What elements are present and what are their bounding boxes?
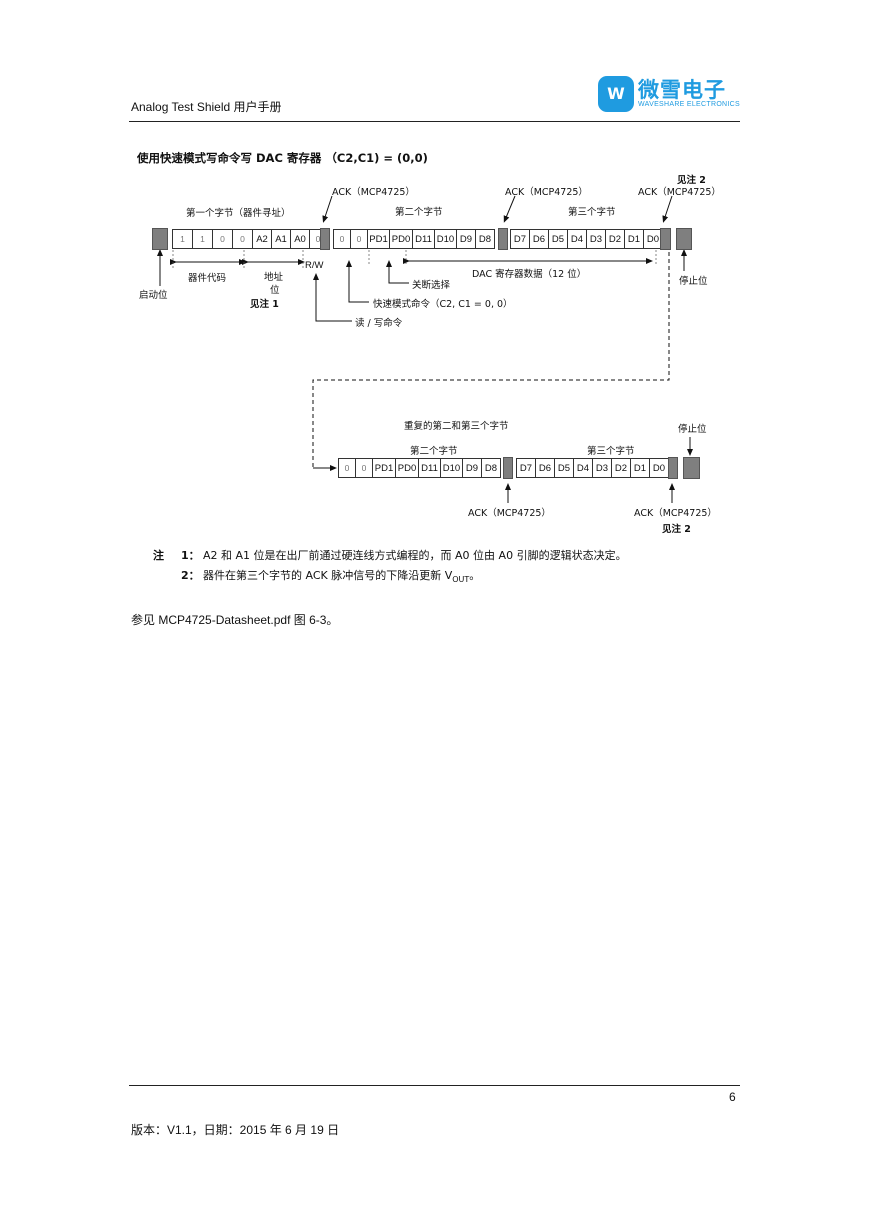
header-divider bbox=[129, 121, 740, 122]
bit-cell: D8 bbox=[475, 229, 495, 249]
bit-cell: D4 bbox=[567, 229, 587, 249]
bit-cell: D6 bbox=[535, 458, 555, 478]
bottom-ack-block-2 bbox=[668, 457, 678, 479]
bottom-ack-label-2: ACK（MCP4725） bbox=[634, 508, 717, 519]
bit-cell: D10 bbox=[434, 229, 457, 249]
bit-cell: D1 bbox=[624, 229, 644, 249]
start-bit-block bbox=[152, 228, 168, 250]
logo-english-text: WAVESHARE ELECTRONICS bbox=[638, 101, 740, 108]
bit-cell: PD1 bbox=[372, 458, 396, 478]
note2-text-main: 器件在第三个字节的 ACK 脉冲信号的下降沿更新 V bbox=[203, 569, 453, 582]
logo-chinese-text: 微雪电子 bbox=[638, 78, 726, 102]
fast-mode-label: 快速模式命令（C2, C1 = 0, 0） bbox=[373, 299, 513, 310]
datasheet-reference: 参见 MCP4725-Datasheet.pdf 图 6-3。 bbox=[131, 613, 339, 627]
bit-cell: A2 bbox=[252, 229, 272, 249]
bottom-byte3-row: D7 D6 D5 D4 D3 D2 D1 D0 bbox=[516, 458, 669, 478]
bit-cell: D9 bbox=[456, 229, 476, 249]
byte2-row: 0 0 PD1 PD0 D11 D10 D9 D8 bbox=[333, 229, 495, 249]
bottom-byte2-label: 第二个字节 bbox=[410, 446, 458, 457]
bit-cell: 1 bbox=[172, 229, 193, 249]
byte2-label: 第二个字节 bbox=[395, 207, 443, 218]
note1-ref: 见注 1 bbox=[250, 299, 279, 310]
version-info: 版本：V1.1，日期：2015 年 6 月 19 日 bbox=[131, 1123, 340, 1137]
note2-subscript: OUT bbox=[452, 575, 470, 585]
address-bit-label-2: 位 bbox=[270, 285, 280, 296]
bit-cell: D11 bbox=[412, 229, 435, 249]
bit-cell: 0 bbox=[355, 458, 373, 478]
bit-cell: 0 bbox=[333, 229, 351, 249]
bit-cell: D2 bbox=[611, 458, 631, 478]
bit-cell: D8 bbox=[481, 458, 501, 478]
bottom-stop-block bbox=[683, 457, 700, 479]
ack-label-2: ACK（MCP4725） bbox=[505, 187, 588, 198]
bit-cell: D2 bbox=[605, 229, 625, 249]
note2-number: 2： bbox=[181, 569, 200, 582]
ack-block-3 bbox=[660, 228, 671, 250]
waveshare-logo: W 微雪电子 WAVESHARE ELECTRONICS bbox=[598, 74, 740, 114]
bit-cell: D5 bbox=[548, 229, 568, 249]
bit-cell: D9 bbox=[462, 458, 482, 478]
bit-cell: PD0 bbox=[389, 229, 413, 249]
bit-cell: D11 bbox=[418, 458, 441, 478]
bit-cell: D3 bbox=[586, 229, 606, 249]
byte3-label: 第三个字节 bbox=[568, 207, 616, 218]
byte1-label: 第一个字节（器件寻址） bbox=[186, 208, 291, 219]
note1-number: 1： bbox=[181, 549, 200, 562]
bit-cell: A1 bbox=[271, 229, 291, 249]
figure-title: 使用快速模式写命令写 DAC 寄存器 （C2,C1) = (0,0) bbox=[137, 151, 428, 165]
bottom-byte3-label: 第三个字节 bbox=[587, 446, 635, 457]
byte3-row: D7 D6 D5 D4 D3 D2 D1 D0 bbox=[510, 229, 663, 249]
bit-cell: 0 bbox=[338, 458, 356, 478]
bit-cell: D1 bbox=[630, 458, 650, 478]
bit-cell: D3 bbox=[592, 458, 612, 478]
ack-block-2 bbox=[498, 228, 508, 250]
bottom-note2-ref: 见注 2 bbox=[662, 524, 691, 535]
bit-cell: 1 bbox=[192, 229, 213, 249]
bit-cell: D7 bbox=[516, 458, 536, 478]
bit-cell: 0 bbox=[232, 229, 253, 249]
note2-ref-top: 见注 2 bbox=[677, 175, 706, 186]
bit-cell: PD0 bbox=[395, 458, 419, 478]
note2-text: 器件在第三个字节的 ACK 脉冲信号的下降沿更新 VOUT。 bbox=[203, 567, 480, 584]
note2-text-end: 。 bbox=[469, 569, 481, 582]
bottom-ack-label-1: ACK（MCP4725） bbox=[468, 508, 551, 519]
logo-mark-icon: W bbox=[598, 76, 634, 112]
bit-cell: D6 bbox=[529, 229, 549, 249]
page-number: 6 bbox=[729, 1090, 736, 1104]
stop-bit-block bbox=[676, 228, 692, 250]
bottom-stop-label: 停止位 bbox=[678, 424, 707, 435]
document-title: Analog Test Shield 用户手册 bbox=[131, 100, 282, 114]
rw-label: R/W bbox=[305, 260, 324, 271]
bit-cell: D10 bbox=[440, 458, 463, 478]
ack-label-1: ACK（MCP4725） bbox=[332, 187, 415, 198]
bottom-byte2-row: 0 0 PD1 PD0 D11 D10 D9 D8 bbox=[338, 458, 501, 478]
notes-label: 注 bbox=[153, 549, 164, 562]
device-code-label: 器件代码 bbox=[188, 273, 227, 284]
bit-cell: A0 bbox=[290, 229, 310, 249]
ack-label-3: ACK（MCP4725） bbox=[638, 187, 721, 198]
stop-bit-label: 停止位 bbox=[679, 276, 708, 287]
bit-cell: 0 bbox=[350, 229, 368, 249]
bit-cell: PD1 bbox=[367, 229, 390, 249]
footer-divider bbox=[129, 1085, 740, 1086]
bit-cell: D4 bbox=[573, 458, 593, 478]
bottom-ack-block-1 bbox=[503, 457, 513, 479]
ack-block-1 bbox=[320, 228, 330, 250]
dac-data-label: DAC 寄存器数据（12 位） bbox=[472, 269, 587, 280]
note1-text: A2 和 A1 位是在出厂前通过硬连线方式编程的，而 A0 位由 A0 引脚的逻… bbox=[203, 549, 627, 562]
bit-cell: D0 bbox=[649, 458, 669, 478]
power-down-label: 关断选择 bbox=[412, 280, 451, 291]
start-bit-label: 启动位 bbox=[139, 290, 168, 301]
read-write-label: 读 / 写命令 bbox=[355, 318, 403, 329]
repeat-label: 重复的第二和第三个字节 bbox=[404, 421, 509, 432]
address-bit-label-1: 地址 bbox=[264, 272, 284, 283]
bit-cell: 0 bbox=[212, 229, 233, 249]
byte1-row: 1 1 0 0 A2 A1 A0 0 bbox=[172, 229, 327, 249]
bit-cell: D5 bbox=[554, 458, 574, 478]
bit-cell: D7 bbox=[510, 229, 530, 249]
